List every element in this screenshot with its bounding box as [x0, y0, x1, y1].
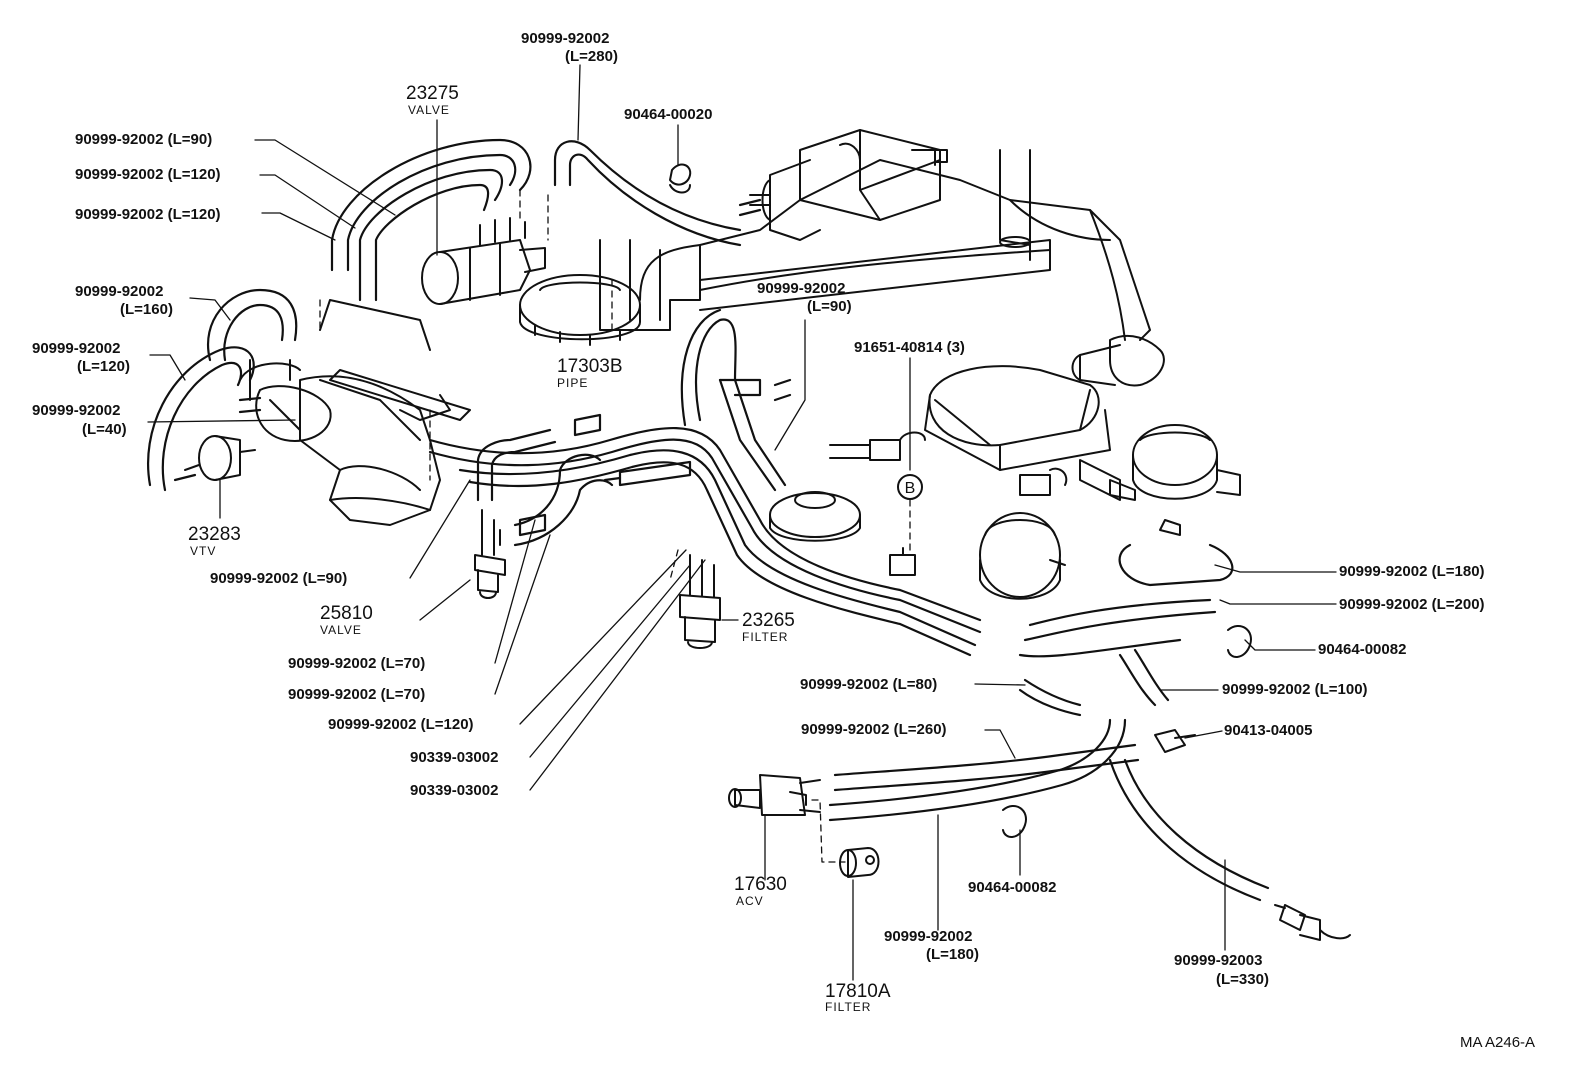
label-p11-number: 90999-92002	[757, 280, 846, 297]
callout-b-letter: B	[905, 480, 916, 497]
label-p33-note: (L=330)	[1216, 971, 1269, 988]
acv-17630	[729, 775, 820, 815]
engine-outline	[600, 150, 1164, 385]
leader-lines	[148, 65, 1336, 980]
oil-filler-cap	[520, 275, 640, 345]
label-p22-number: 90999-92002 (L=180)	[1339, 563, 1485, 580]
label-p1-note: (L=280)	[565, 48, 618, 65]
label-p8-number: 90999-92002	[32, 340, 121, 357]
label-p18-number: 90999-92002 (L=70)	[288, 686, 426, 703]
vacuum-hoses	[148, 140, 1268, 900]
filter-23265	[680, 555, 720, 648]
label-p27-number: 90999-92002 (L=260)	[801, 721, 947, 738]
tee-joint	[1155, 730, 1195, 752]
label-p8-note: (L=120)	[77, 358, 130, 375]
label-p3-number: 90464-00020	[624, 106, 713, 123]
sensor-right	[1275, 905, 1350, 940]
intake-assembly	[240, 300, 470, 525]
label-p24-number: 90464-00082	[1318, 641, 1407, 658]
reservoir	[830, 366, 1120, 500]
label-p17-number: 90999-92002 (L=70)	[288, 655, 426, 672]
label-p14-number: 90999-92002 (L=90)	[210, 570, 348, 587]
label-p11-note: (L=90)	[807, 298, 852, 315]
label-p9-note: (L=40)	[82, 421, 127, 438]
label-p28-number: 90413-04005	[1224, 722, 1313, 739]
label-p6-number: 90999-92002 (L=120)	[75, 206, 221, 223]
label-p15-number: 25810	[320, 603, 373, 624]
label-p21-number: 90339-03002	[410, 782, 499, 799]
label-p5-number: 90999-92002 (L=120)	[75, 166, 221, 183]
label-p2-note: VALVE	[408, 103, 450, 117]
label-p31-number: 90999-92002	[884, 928, 973, 945]
label-p10-number: 23283	[188, 524, 241, 545]
label-p32-note: FILTER	[825, 1000, 872, 1014]
label-p1-number: 90999-92002	[521, 30, 610, 47]
label-p25-number: 90999-92002 (L=80)	[800, 676, 938, 693]
valve-25810	[475, 510, 505, 598]
label-p16-note: FILTER	[742, 630, 789, 644]
callout-b-circle	[898, 475, 922, 499]
filter-17810a	[840, 848, 879, 877]
label-p12-number: 17303B	[557, 356, 623, 377]
label-p33-number: 90999-92003	[1174, 952, 1263, 969]
top-right-housing	[750, 130, 947, 240]
label-p7-number: 90999-92002	[75, 283, 164, 300]
actuator-right	[1110, 425, 1240, 535]
label-p16-number: 23265	[742, 610, 795, 631]
label-p32-number: 17810A	[825, 981, 891, 1002]
label-p2-number: 23275	[406, 83, 459, 104]
valve-23275	[422, 218, 545, 304]
label-p10-note: VTV	[190, 544, 217, 558]
label-p7-note: (L=160)	[120, 301, 173, 318]
hose-clips	[670, 165, 1251, 837]
dashed-lines	[320, 190, 910, 862]
label-p12-note: PIPE	[557, 376, 589, 390]
label-p19-number: 90999-92002 (L=120)	[328, 716, 474, 733]
label-p30-number: 90464-00082	[968, 879, 1057, 896]
vtv-23283	[185, 436, 255, 480]
label-p29-note: ACV	[736, 894, 764, 908]
diaphragm-valve	[770, 492, 860, 541]
label-p15-note: VALVE	[320, 623, 362, 637]
label-p29-number: 17630	[734, 874, 787, 895]
label-p23-number: 90999-92002 (L=200)	[1339, 596, 1485, 613]
drawing-code: MA A246-A	[1460, 1034, 1536, 1051]
actuator-middle	[980, 513, 1065, 599]
label-p26-number: 90999-92002 (L=100)	[1222, 681, 1368, 698]
label-p20-number: 90339-03002	[410, 749, 499, 766]
label-p4-number: 90999-92002 (L=90)	[75, 131, 213, 148]
label-p9-number: 90999-92002	[32, 402, 121, 419]
label-p13-number: 91651-40814 (3)	[854, 339, 965, 356]
label-p31-note: (L=180)	[926, 946, 979, 963]
